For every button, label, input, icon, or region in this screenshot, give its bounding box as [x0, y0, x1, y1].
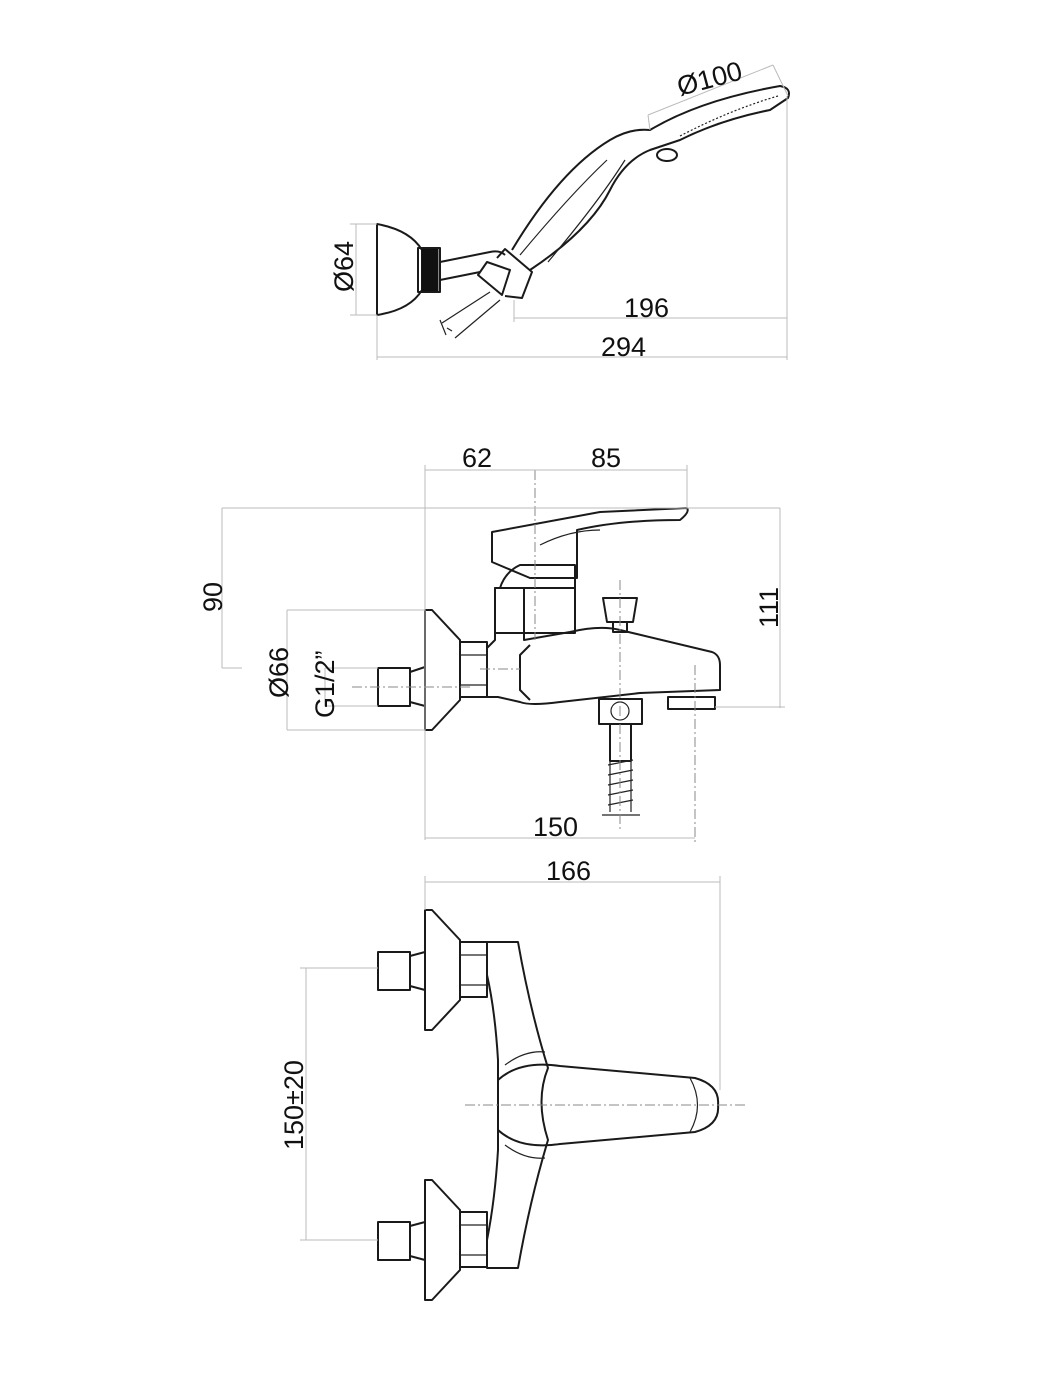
label-166: 166 — [546, 856, 591, 886]
label-90: 90 — [198, 582, 228, 612]
dimension-150: 150 — [425, 812, 695, 842]
label-196: 196 — [624, 293, 669, 323]
label-inlet-centers: 150±20 — [279, 1060, 309, 1150]
label-150: 150 — [533, 812, 578, 842]
label-flange-diameter: Ø66 — [264, 647, 294, 698]
label-85: 85 — [591, 443, 621, 473]
dimension-flange-diameter: Ø66 — [264, 609, 425, 731]
dimension-166: 166 — [424, 856, 721, 1090]
mixer-top-drawing: 166 150±20 — [279, 856, 745, 1301]
dimension-thread: G1/2” — [310, 650, 378, 718]
label-thread: G1/2” — [310, 650, 340, 718]
dimension-90: 90 — [198, 507, 780, 669]
dimension-support-diameter: Ø64 — [329, 223, 377, 316]
label-294: 294 — [601, 332, 646, 362]
label-111: 111 — [754, 587, 784, 628]
dimension-111: 111 — [715, 508, 785, 708]
label-support-diameter: Ø64 — [329, 241, 359, 292]
dimension-62-85: 62 85 — [424, 443, 688, 840]
dimension-196: 196 — [513, 293, 787, 323]
dimension-inlet-centers: 150±20 — [279, 967, 378, 1241]
dimension-294: 294 — [376, 96, 788, 362]
label-62: 62 — [462, 443, 492, 473]
mixer-side-drawing: 62 85 90 111 Ø66 G1/2” 150 — [198, 443, 785, 845]
handshower-drawing: Ø100 Ø64 196 294 — [329, 56, 790, 362]
